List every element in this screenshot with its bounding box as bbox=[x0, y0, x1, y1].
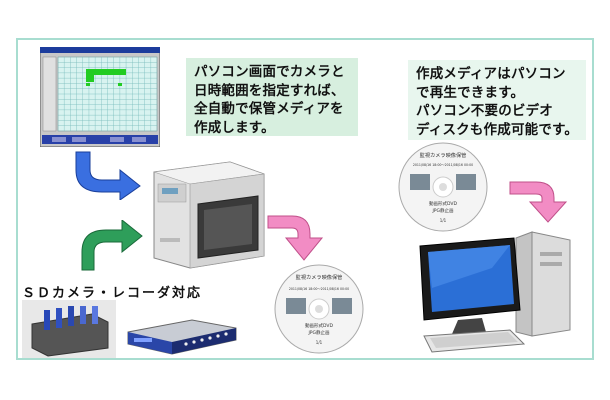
disc-format: 動画形式DVD bbox=[305, 322, 333, 329]
desktop-computer-icon bbox=[419, 231, 571, 353]
optical-disc-icon: 監視カメラ映像保管 2011/08/16 18:00〜2011/08/16 00… bbox=[274, 264, 364, 354]
right-description-note: 作成メディアはパソコン で再生できます。 パソコン不要のビデオ ディスクも作成可… bbox=[408, 60, 586, 140]
disc-format-2: JPG静止画 bbox=[307, 329, 330, 336]
disc-title: 監視カメラ映像保管 bbox=[420, 151, 467, 159]
blue-arrow-icon bbox=[75, 151, 141, 200]
sd-card-slots-icon bbox=[22, 300, 116, 358]
note-line: 作成します。 bbox=[194, 119, 275, 136]
note-line: パソコン画面でカメラと bbox=[194, 64, 345, 80]
optical-disc-icon: 監視カメラ映像保管 2011/08/16 18:00〜2011/08/16 00… bbox=[398, 142, 488, 232]
disc-page: 1/1 bbox=[440, 218, 447, 223]
disc-title: 監視カメラ映像保管 bbox=[296, 273, 343, 281]
dvr-recorder-icon bbox=[127, 319, 237, 355]
left-description-note: パソコン画面でカメラと 日時範囲を指定すれば、 全自動で保管メディアを 作成しま… bbox=[186, 58, 358, 136]
note-line: で再生できます。 bbox=[416, 84, 525, 101]
schedule-screen-icon bbox=[40, 47, 160, 147]
sd-heading: ＳＤカメラ・レコーダ対応 bbox=[22, 286, 203, 301]
disc-publisher-icon bbox=[153, 161, 265, 269]
note-line: パソコン不要のビデオ bbox=[416, 103, 553, 119]
green-arrow-icon bbox=[81, 220, 143, 271]
note-line: ディスクも作成可能です。 bbox=[416, 121, 579, 138]
disc-date: 2011/08/16 18:00〜2011/08/16 00:00 bbox=[413, 163, 473, 167]
disc-format-2: JPG静止画 bbox=[431, 207, 454, 214]
pink-arrow-icon bbox=[509, 181, 568, 223]
note-line: 作成メディアはパソコン bbox=[416, 66, 566, 82]
disc-date: 2011/08/16 18:00〜2011/08/16 00:00 bbox=[289, 287, 349, 291]
disc-format: 動画形式DVD bbox=[429, 200, 457, 207]
note-line: 全自動で保管メディアを bbox=[194, 101, 344, 117]
disc-page: 1/1 bbox=[316, 340, 323, 345]
pink-arrow-icon bbox=[267, 215, 324, 261]
note-line: 日時範囲を指定すれば、 bbox=[194, 82, 345, 99]
